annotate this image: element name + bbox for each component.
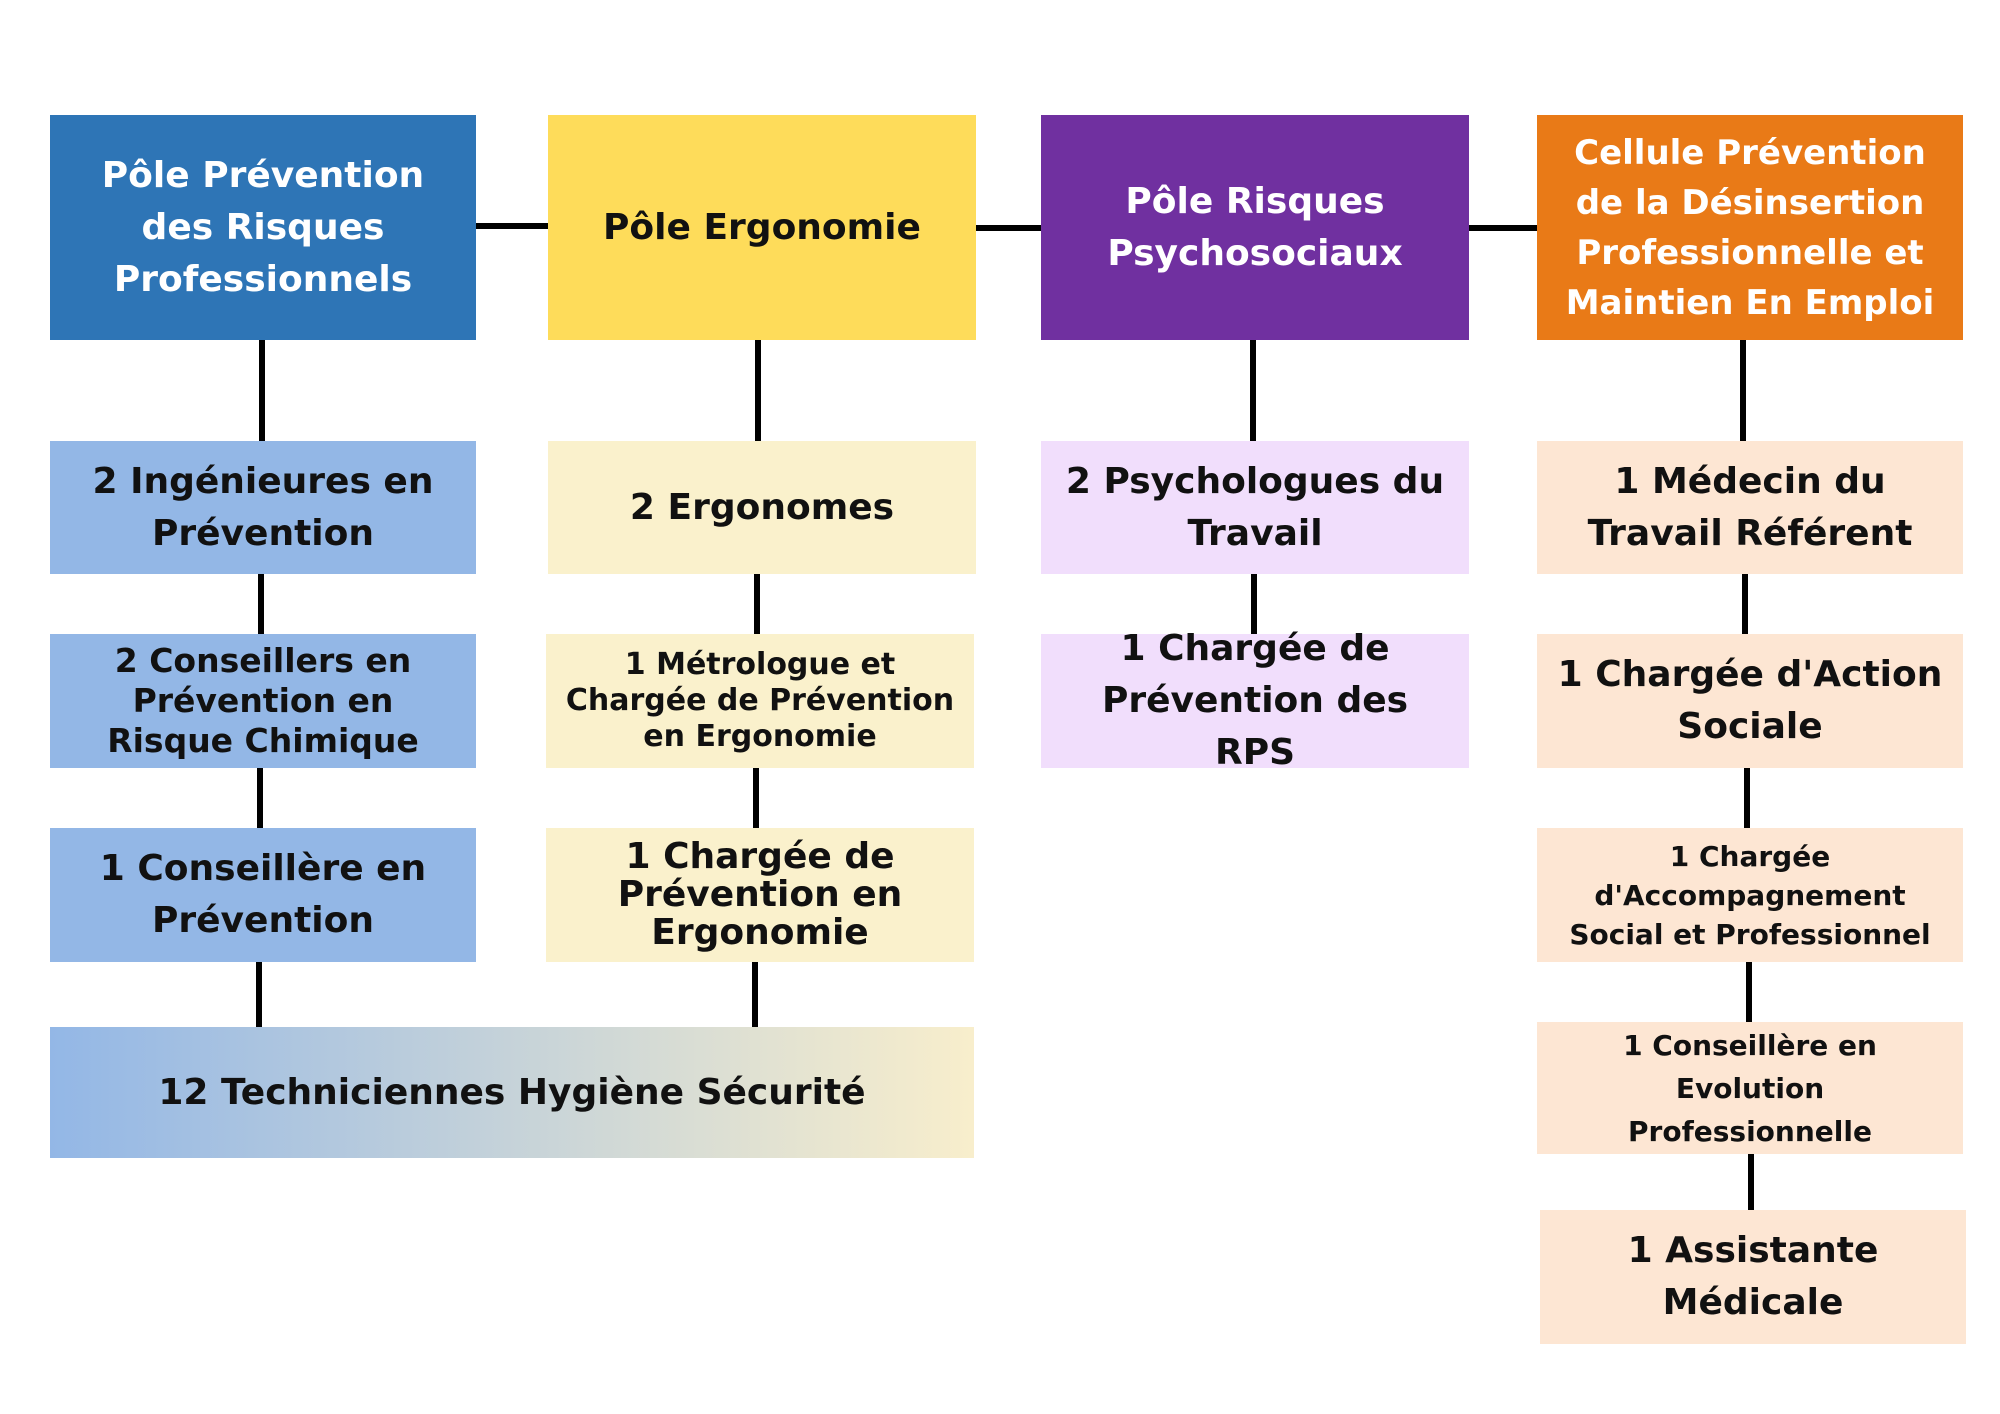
member-label: 1 Chargée d'Accompagnement Social et Pro… — [1569, 839, 1931, 951]
member-box: 1 Chargée de Prévention des RPS — [1041, 628, 1469, 773]
member-box: 1 Conseillère en Evolution Professionnel… — [1537, 1022, 1963, 1154]
connector-line — [1469, 225, 1537, 231]
member-box: 1 Chargée de Prévention en Ergonomie — [546, 828, 974, 962]
connector-line — [753, 768, 759, 828]
member-box: 1 Chargée d'Action Sociale — [1537, 634, 1963, 768]
member-box: 1 Médecin du Travail Référent — [1537, 441, 1963, 574]
member-label: 1 Chargée d'Action Sociale — [1557, 654, 1943, 747]
connector-line — [976, 225, 1041, 231]
member-box: 2 Psychologues du Travail — [1041, 441, 1469, 574]
connector-line — [1742, 574, 1748, 634]
connector-line — [755, 340, 761, 441]
member-label: 1 Conseillère en Evolution Professionnel… — [1623, 1028, 1877, 1148]
member-box: 1 Chargée d'Accompagnement Social et Pro… — [1537, 828, 1963, 962]
pole-title: Pôle Risques Psychosociaux — [1107, 180, 1403, 274]
member-label: 2 Psychologues du Travail — [1065, 460, 1445, 554]
connector-line — [257, 768, 263, 828]
pole-ergonomie-header: Pôle Ergonomie — [548, 115, 976, 340]
shared-label: 12 Techniciennes Hygiène Sécurité — [158, 1071, 866, 1113]
shared-technicians-box: 12 Techniciennes Hygiène Sécurité — [50, 1027, 974, 1158]
connector-line — [259, 340, 265, 441]
cellule-pdp-header: Cellule Prévention de la Désinsertion Pr… — [1537, 115, 1963, 340]
connector-line — [754, 574, 760, 634]
connector-line — [1744, 768, 1750, 828]
connector-line — [1250, 340, 1256, 441]
member-box: 1 Assistante Médicale — [1540, 1210, 1966, 1344]
member-label: 2 Conseillers en Prévention en Risque Ch… — [107, 641, 419, 760]
member-box: 1 Conseillère en Prévention — [50, 828, 476, 962]
member-label: 1 Conseillère en Prévention — [99, 848, 427, 941]
member-label: 1 Assistante Médicale — [1627, 1230, 1879, 1323]
member-label: 1 Chargée de Prévention en Ergonomie — [617, 836, 903, 953]
member-box: 2 Ingénieures en Prévention — [50, 441, 476, 574]
connector-line — [1740, 340, 1746, 441]
connector-line — [1251, 574, 1257, 634]
connector-line — [258, 574, 264, 634]
connector-line — [752, 962, 758, 1027]
pole-title: Pôle Ergonomie — [603, 206, 921, 248]
member-label: 1 Médecin du Travail Référent — [1587, 460, 1913, 554]
member-label: 1 Chargée de Prévention des RPS — [1101, 628, 1409, 773]
member-box: 1 Métrologue et Chargée de Prévention en… — [546, 634, 974, 768]
member-box: 2 Ergonomes — [548, 441, 976, 574]
pole-rps-header: Pôle Risques Psychosociaux — [1041, 115, 1469, 340]
connector-line — [1746, 962, 1752, 1022]
pole-title: Pôle Prévention des Risques Professionne… — [101, 154, 425, 300]
member-box: 2 Conseillers en Prévention en Risque Ch… — [50, 634, 476, 768]
member-label: 2 Ingénieures en Prévention — [92, 460, 434, 554]
connector-line — [256, 962, 262, 1027]
pole-prevention-header: Pôle Prévention des Risques Professionne… — [50, 115, 476, 340]
connector-line — [476, 223, 548, 229]
pole-title: Cellule Prévention de la Désinsertion Pr… — [1565, 132, 1935, 323]
member-label: 1 Métrologue et Chargée de Prévention en… — [565, 647, 955, 754]
member-label: 2 Ergonomes — [629, 486, 895, 528]
connector-line — [1748, 1154, 1754, 1210]
